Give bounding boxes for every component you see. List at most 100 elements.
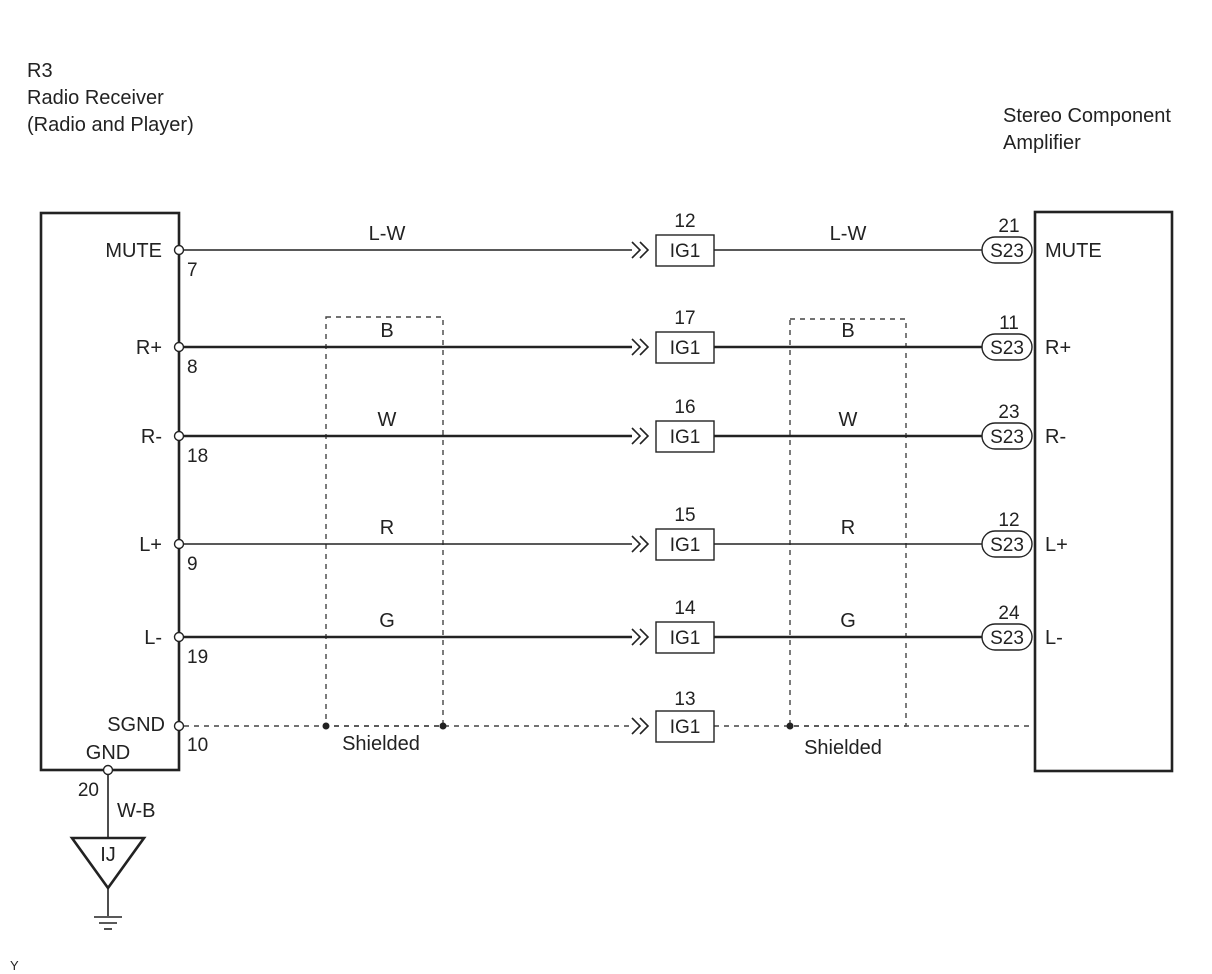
left-component-code: R3 (27, 60, 53, 82)
shield-junction-3 (786, 722, 794, 730)
circuit-row: R+ 8 B IG1 17B S23 11R+ (136, 308, 1071, 378)
left-signal-label: L- (144, 627, 162, 649)
sgnd-ig-label: IG1 (670, 717, 701, 738)
shield-label-left: Shielded (342, 733, 420, 755)
wire-color-left: L-W (369, 223, 406, 245)
wire-color-right: W (839, 409, 858, 431)
wire-color-left: G (379, 610, 395, 632)
wire-color-right: R (841, 517, 855, 539)
s23-connector (981, 236, 1033, 264)
ig-connector-arrow (631, 628, 650, 646)
ig-connector-arrow (631, 241, 650, 259)
ig-connector (655, 528, 715, 561)
right-signal-label: L+ (1045, 534, 1068, 556)
left-component-subtitle: (Radio and Player) (27, 114, 194, 136)
amplifier-box (1033, 210, 1174, 773)
wire-color-right: B (841, 320, 854, 342)
ig-connector-label: IG1 (670, 241, 701, 262)
right-pin-number: 23 (998, 402, 1019, 423)
wire-color-left: R (380, 517, 394, 539)
ground-circuit: GND 20 W-B IJ (69, 742, 156, 930)
left-terminal (173, 430, 185, 442)
right-component-name-line1: Stereo Component (1003, 105, 1171, 127)
ig-connector (655, 234, 715, 267)
ig-connector-arrow (631, 338, 650, 356)
ground-point-triangle (69, 836, 147, 891)
right-signal-label: R+ (1045, 337, 1071, 359)
s23-connector (981, 623, 1033, 651)
s23-connector-label: S23 (990, 535, 1024, 556)
s23-connector-label: S23 (990, 628, 1024, 649)
wire-color-right: L-W (830, 223, 867, 245)
ig-connector-label: IG1 (670, 427, 701, 448)
s23-connector-label: S23 (990, 338, 1024, 359)
ig-pin-number: 15 (674, 505, 695, 526)
gnd-terminal (102, 764, 114, 776)
left-signal-label: L+ (139, 534, 162, 556)
left-component-name: Radio Receiver (27, 87, 164, 109)
radio-receiver-box (39, 211, 181, 772)
ig-connector (655, 331, 715, 364)
ig-pin-number: 16 (674, 397, 695, 418)
sgnd-ig-pin: 13 (674, 689, 695, 710)
left-pin-number: 9 (187, 554, 198, 575)
left-pin-number: 8 (187, 357, 198, 378)
sgnd-left-pin: 10 (187, 735, 208, 756)
s23-connector (981, 333, 1033, 361)
right-pin-number: 12 (998, 510, 1019, 531)
shield-junction-1 (322, 722, 330, 730)
ig-connector-arrow (631, 535, 650, 553)
left-terminal (173, 244, 185, 256)
circuit-row: R- 18 W IG1 16W S23 23R- (141, 397, 1066, 467)
sgnd-signal-label: SGND (107, 714, 165, 736)
left-pin-number: 18 (187, 446, 208, 467)
left-terminal (173, 631, 185, 643)
left-pin-number: 19 (187, 647, 208, 668)
sgnd-ig-connector (655, 710, 715, 743)
sgnd-terminal (173, 720, 185, 732)
left-signal-label: R- (141, 426, 162, 448)
gnd-pin: 20 (78, 780, 99, 801)
left-terminal (173, 538, 185, 550)
shield-junction-2 (439, 722, 447, 730)
ig-connector (655, 420, 715, 453)
circuit-row: L- 19 G IG1 14G S23 24L- (144, 598, 1063, 668)
right-pin-number: 24 (998, 603, 1020, 624)
footer-mark: Y (10, 958, 19, 973)
ig-pin-number: 12 (674, 211, 695, 232)
left-terminal (173, 341, 185, 353)
sgnd-row: SGND 10 IG1 13 Shielded Shielded (107, 689, 1032, 759)
ig-connector-label: IG1 (670, 628, 701, 649)
ig-connector-label: IG1 (670, 535, 701, 556)
ig-pin-number: 14 (674, 598, 696, 619)
right-pin-number: 11 (999, 313, 1019, 334)
shield-label-right: Shielded (804, 737, 882, 759)
circuit-row: L+ 9 R IG1 15R S23 12L+ (139, 505, 1068, 575)
gnd-wire-color: W-B (117, 800, 156, 822)
right-signal-label: L- (1045, 627, 1063, 649)
s23-connector (981, 530, 1033, 558)
wire-color-left: B (380, 320, 393, 342)
s23-connector (981, 422, 1033, 450)
ig-pin-number: 17 (674, 308, 695, 329)
s23-connector-label: S23 (990, 241, 1024, 262)
ig-connector (655, 621, 715, 654)
sgnd-ig-arrow (631, 717, 650, 735)
ground-point-label: IJ (100, 844, 116, 866)
ig-connector-arrow (631, 427, 650, 445)
right-pin-number: 21 (998, 216, 1019, 237)
ig-connector-label: IG1 (670, 338, 701, 359)
wire-color-right: G (840, 610, 856, 632)
left-signal-label: R+ (136, 337, 162, 359)
wire-color-left: W (378, 409, 397, 431)
left-signal-label: MUTE (105, 240, 162, 262)
left-pin-number: 7 (187, 260, 198, 281)
right-signal-label: MUTE (1045, 240, 1102, 262)
gnd-label: GND (86, 742, 130, 764)
right-component-name-line2: Amplifier (1003, 132, 1081, 154)
s23-connector-label: S23 (990, 427, 1024, 448)
circuit-rows: MUTE7L-WIG112L-WS2321MUTER+8BIG117BS2311… (105, 211, 1101, 668)
right-signal-label: R- (1045, 426, 1066, 448)
